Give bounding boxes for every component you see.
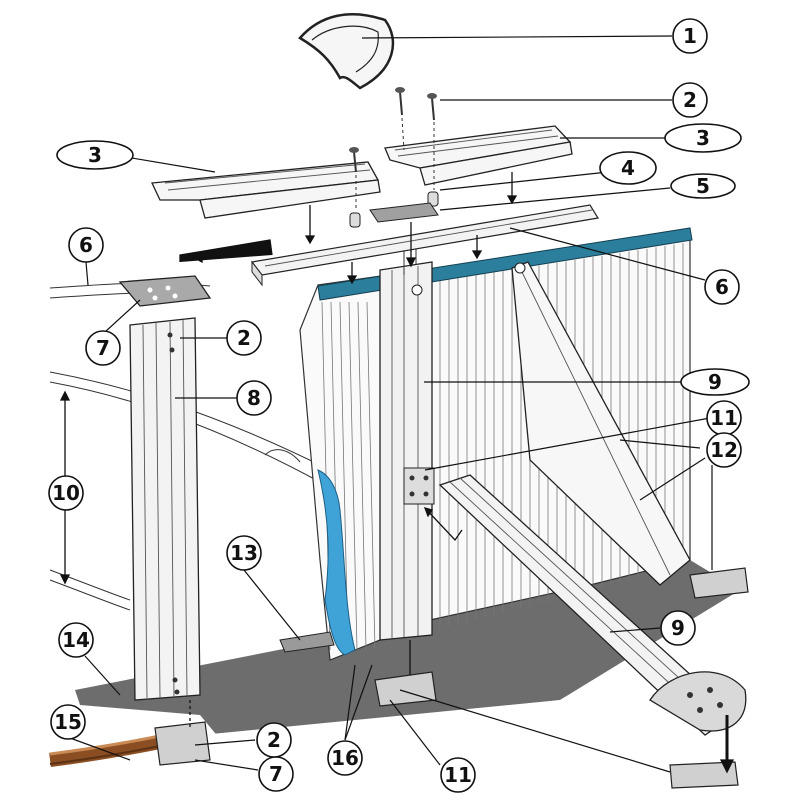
- callout-11a-label: 11: [710, 406, 738, 430]
- callout-2a-label: 2: [683, 88, 697, 112]
- callout-16-label: 16: [331, 746, 359, 770]
- callout-3a: 3: [56, 140, 134, 170]
- assembly-arrows: [59, 172, 735, 774]
- wall-rib: [348, 301, 358, 651]
- callout-14: 14: [58, 622, 94, 658]
- callout-16: 16: [327, 740, 363, 776]
- callout-13-label: 13: [230, 541, 258, 565]
- callout-2b: 2: [226, 320, 262, 356]
- callout-6a: 6: [68, 227, 104, 263]
- callout-7a-label: 7: [96, 336, 110, 360]
- callout-8-label: 8: [247, 386, 261, 410]
- coping-hose: [49, 735, 162, 767]
- callout-9b: 9: [660, 610, 696, 646]
- callout-7b-label: 7: [269, 762, 283, 786]
- callout-1-label: 1: [683, 24, 697, 48]
- wall-rib: [366, 301, 376, 651]
- callout-3b: 3: [664, 123, 742, 153]
- leader-lines: [69, 35, 713, 773]
- callout-10-label: 10: [52, 481, 80, 505]
- plug-left: [349, 212, 361, 228]
- top-cap: [298, 12, 395, 90]
- liner-blue-edge: [317, 469, 356, 656]
- callout-9b-label: 9: [671, 616, 685, 640]
- callout-5-label: 5: [696, 174, 710, 198]
- callout-12: 12: [706, 432, 742, 468]
- callout-3b-label: 3: [696, 126, 710, 150]
- callout-6b: 6: [704, 269, 740, 305]
- plug-right: [427, 191, 439, 207]
- callout-12-label: 12: [710, 438, 738, 462]
- bottom-track-connector: [279, 631, 335, 653]
- right-bottom-plate: [689, 567, 749, 599]
- callout-6b-label: 6: [715, 275, 729, 299]
- screws: [349, 87, 437, 210]
- callout-4-label: 4: [621, 156, 635, 180]
- callout-14-label: 14: [62, 628, 90, 652]
- callout-8: 8: [236, 380, 272, 416]
- callout-5: 5: [670, 173, 736, 199]
- upright-bracket: [403, 467, 435, 505]
- callout-15: 15: [50, 704, 86, 740]
- top-plate: [369, 202, 439, 223]
- wall-rib: [357, 301, 367, 651]
- callout-6a-label: 6: [79, 233, 93, 257]
- callout-13: 13: [226, 535, 262, 571]
- left-upright-post: [129, 317, 201, 701]
- top-seat-left: [151, 161, 381, 219]
- callout-3a-label: 3: [88, 143, 102, 167]
- callout-1: 1: [672, 18, 708, 54]
- center-upright: [379, 261, 433, 641]
- brace-foot-plate: [649, 671, 747, 732]
- callout-2b-label: 2: [237, 326, 251, 350]
- callout-4: 4: [599, 151, 657, 185]
- callout-11b: 11: [440, 757, 476, 793]
- top-seat-right: [384, 125, 573, 186]
- center-bottom-plate: [374, 671, 437, 707]
- callout-11b-label: 11: [444, 763, 472, 787]
- upright-bolt-hole: [411, 284, 423, 296]
- callout-7b: 7: [258, 756, 294, 792]
- floor-strip-light: [150, 600, 745, 790]
- brace-bottom-plate: [669, 761, 739, 789]
- callout-2a: 2: [672, 82, 708, 118]
- left-top-plate: [118, 275, 212, 307]
- callout-10: 10: [48, 475, 84, 511]
- callout-11a: 11: [706, 400, 742, 436]
- callout-2c: 2: [256, 722, 292, 758]
- callout-9a-label: 9: [708, 370, 722, 394]
- callout-2c-label: 2: [267, 728, 281, 752]
- callout-9a: 9: [680, 368, 750, 396]
- left-bottom-plate: [154, 721, 211, 766]
- callout-15-label: 15: [54, 710, 82, 734]
- callout-7a: 7: [85, 330, 121, 366]
